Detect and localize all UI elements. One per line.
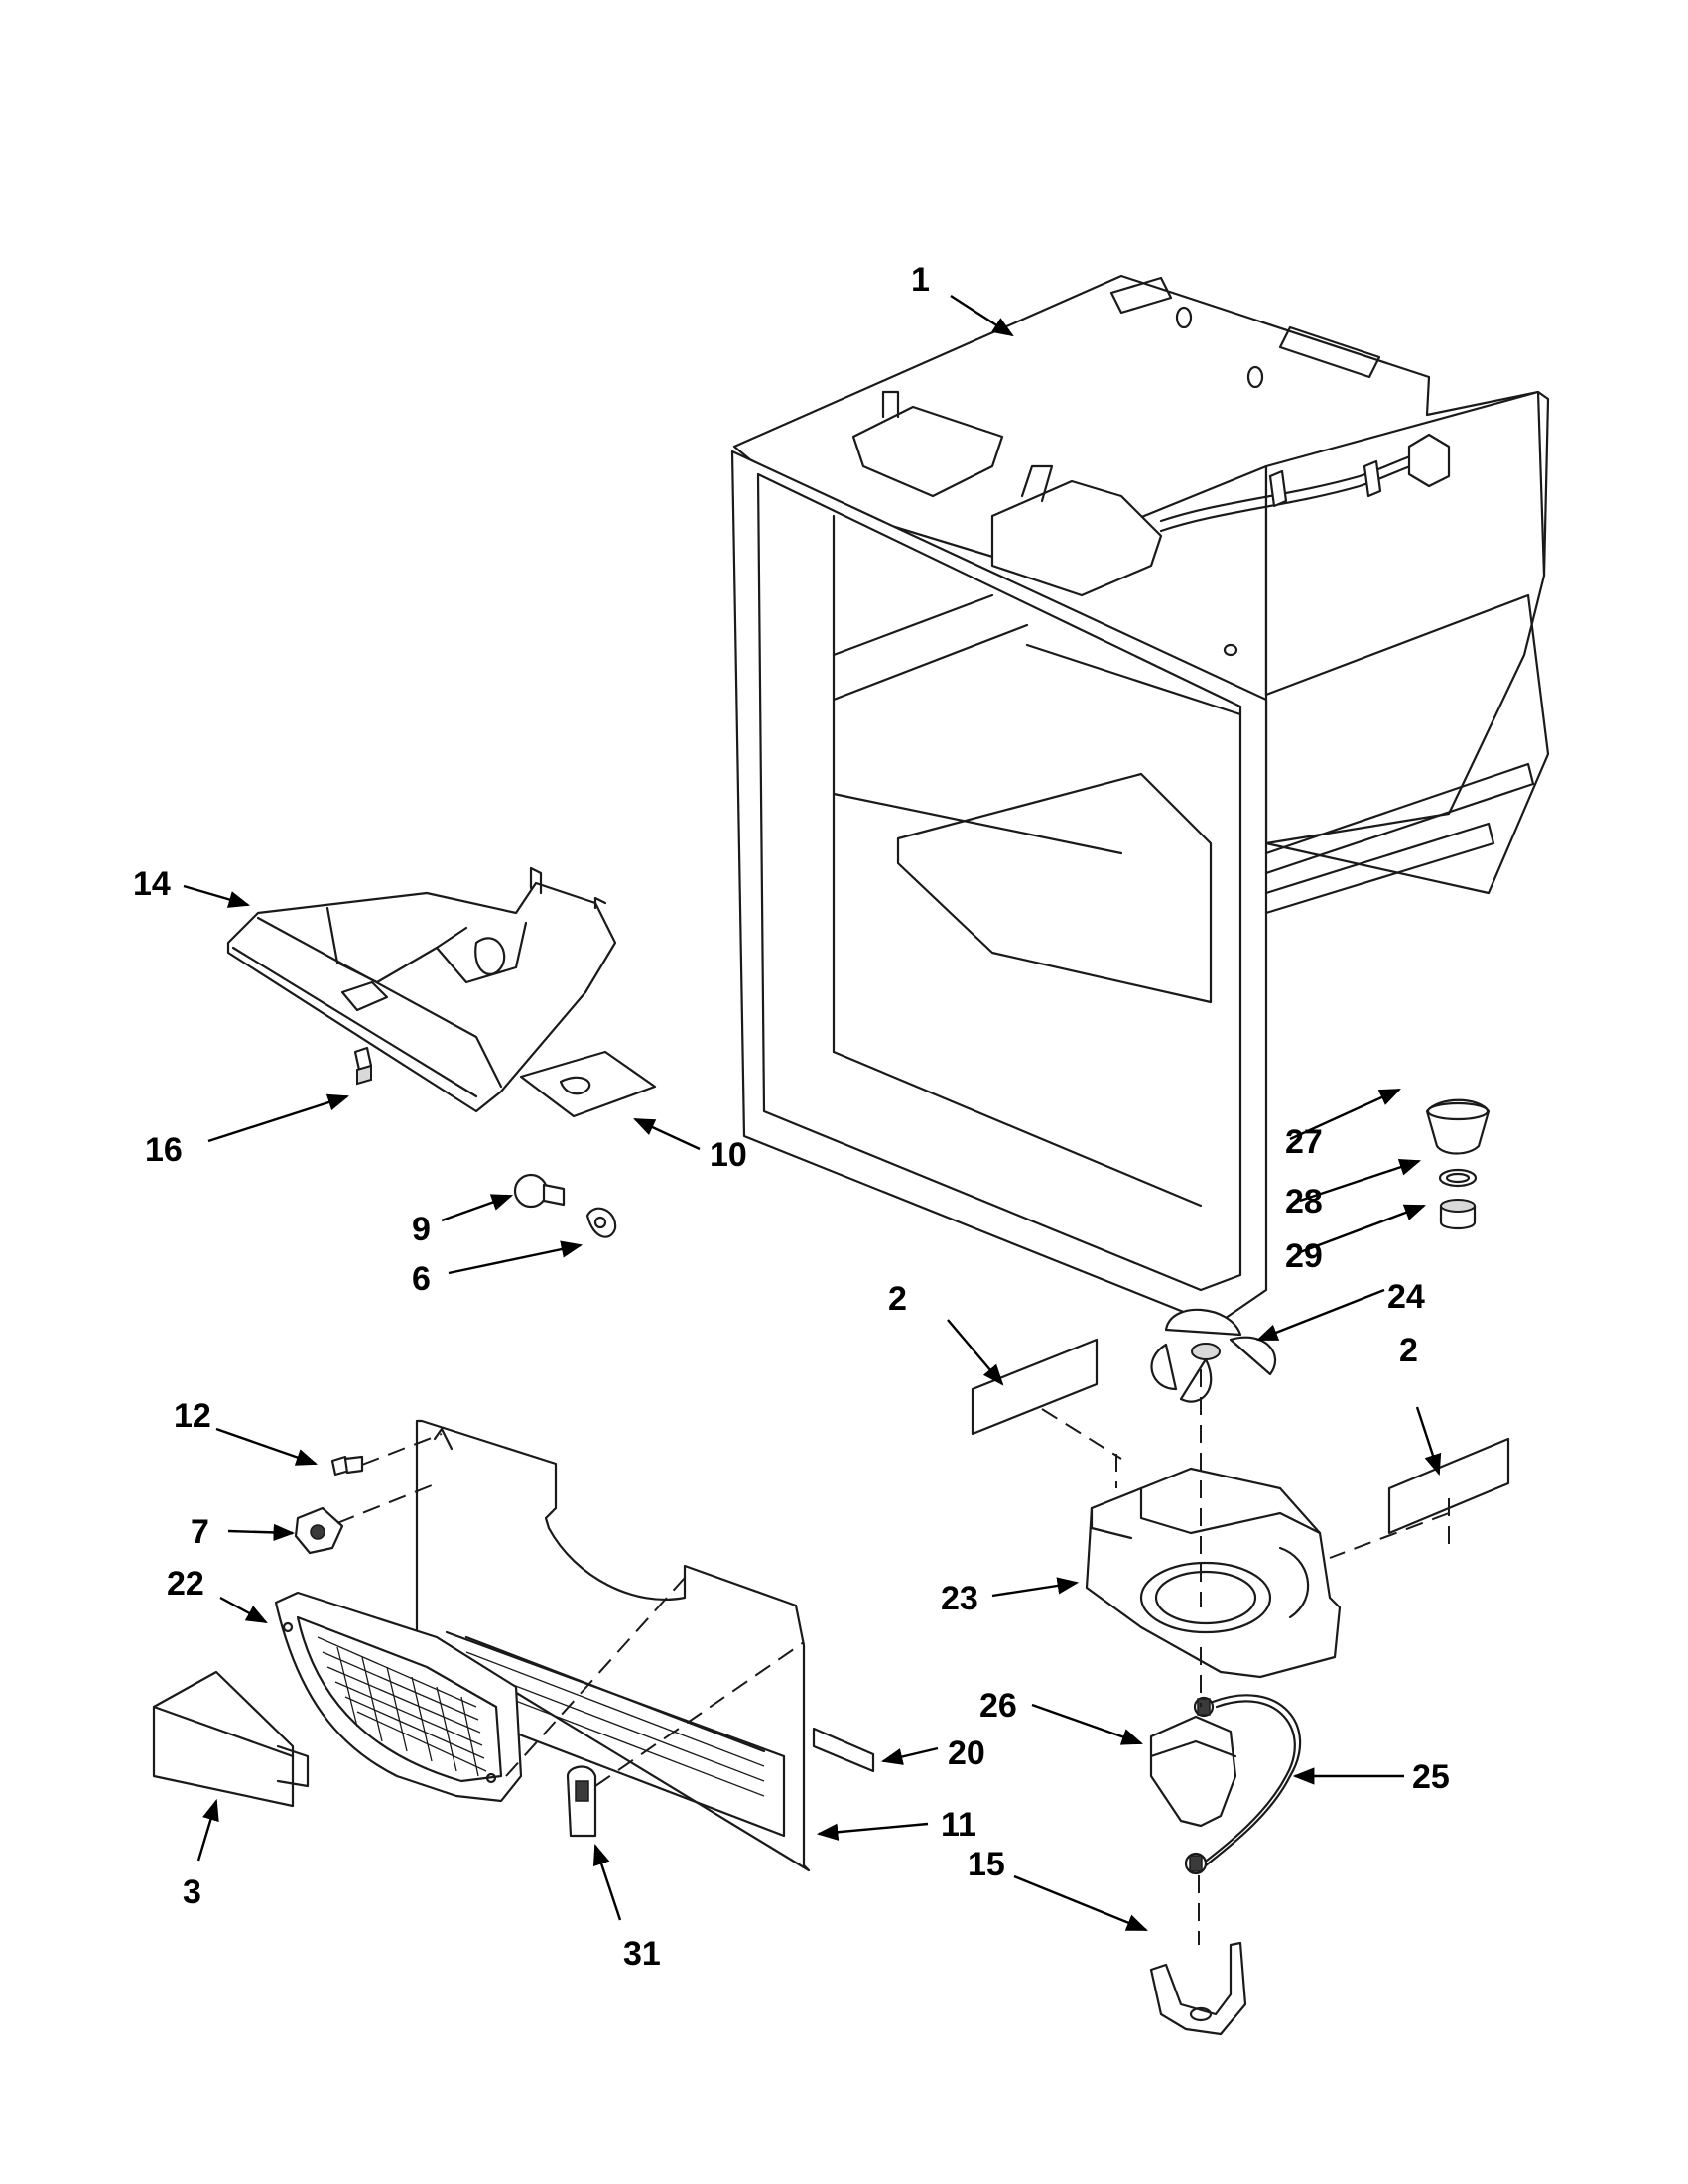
assembly-lines (336, 1369, 1450, 1945)
callout-14: 14 (133, 865, 171, 903)
sensor-part-7 (294, 1506, 344, 1555)
callout-26: 26 (979, 1687, 1017, 1725)
callout-2-left: 2 (888, 1280, 907, 1318)
callout-15: 15 (968, 1846, 1005, 1883)
fan-shroud-part-23 (1085, 1467, 1342, 1679)
callout-1: 1 (911, 261, 930, 299)
callout-6: 6 (412, 1260, 431, 1298)
callout-28: 28 (1285, 1183, 1323, 1220)
callout-24: 24 (1387, 1278, 1425, 1316)
screw-part-12 (330, 1455, 364, 1477)
callout-2-right: 2 (1399, 1332, 1418, 1369)
callout-27: 27 (1285, 1123, 1323, 1161)
fan-motor-part-26 (1149, 1696, 1237, 1828)
callout-labels: 1 2 2 3 6 7 9 10 11 12 14 15 16 20 22 23… (133, 261, 1450, 1973)
evaporator-cover-part (226, 866, 617, 1113)
callout-16: 16 (145, 1131, 183, 1169)
mounting-bracket-part-15 (1149, 1941, 1247, 2036)
ring-part-28 (1438, 1168, 1478, 1188)
light-socket-part-6 (585, 1207, 617, 1238)
callout-31: 31 (623, 1935, 661, 1973)
label-sheet-part-10 (519, 1050, 657, 1118)
callout-29: 29 (1285, 1237, 1323, 1275)
callout-3: 3 (183, 1873, 201, 1911)
motor-connector (1184, 1852, 1208, 1875)
freezer-liner-part (730, 274, 1550, 1327)
callout-11: 11 (941, 1806, 976, 1844)
callout-12: 12 (174, 1397, 211, 1435)
fan-blade-part-24 (1150, 1308, 1277, 1403)
leader-lines (183, 294, 1442, 1932)
callout-20: 20 (948, 1734, 985, 1772)
callout-22: 22 (167, 1565, 204, 1603)
light-bulb-part-9 (513, 1173, 566, 1209)
rear-panel-part-11 (415, 1419, 811, 1872)
grille-mesh (317, 1636, 487, 1777)
callout-9: 9 (412, 1211, 431, 1248)
grommet-part-29 (1439, 1199, 1477, 1230)
foam-pad-part-2-left (971, 1338, 1099, 1436)
callout-7: 7 (191, 1513, 209, 1551)
callout-10: 10 (710, 1136, 747, 1174)
callout-25: 25 (1412, 1758, 1450, 1796)
grille-part-22 (274, 1591, 523, 1803)
callout-23: 23 (941, 1580, 978, 1617)
foam-strip-part-20 (812, 1727, 875, 1773)
clip-part-16 (353, 1046, 373, 1086)
cap-part-27 (1425, 1098, 1491, 1155)
foam-pad-part-2-right (1387, 1437, 1510, 1535)
clip-part-31 (566, 1765, 597, 1838)
cover-block-part-3 (152, 1670, 310, 1808)
wire-harness-part-25 (1201, 1694, 1302, 1867)
